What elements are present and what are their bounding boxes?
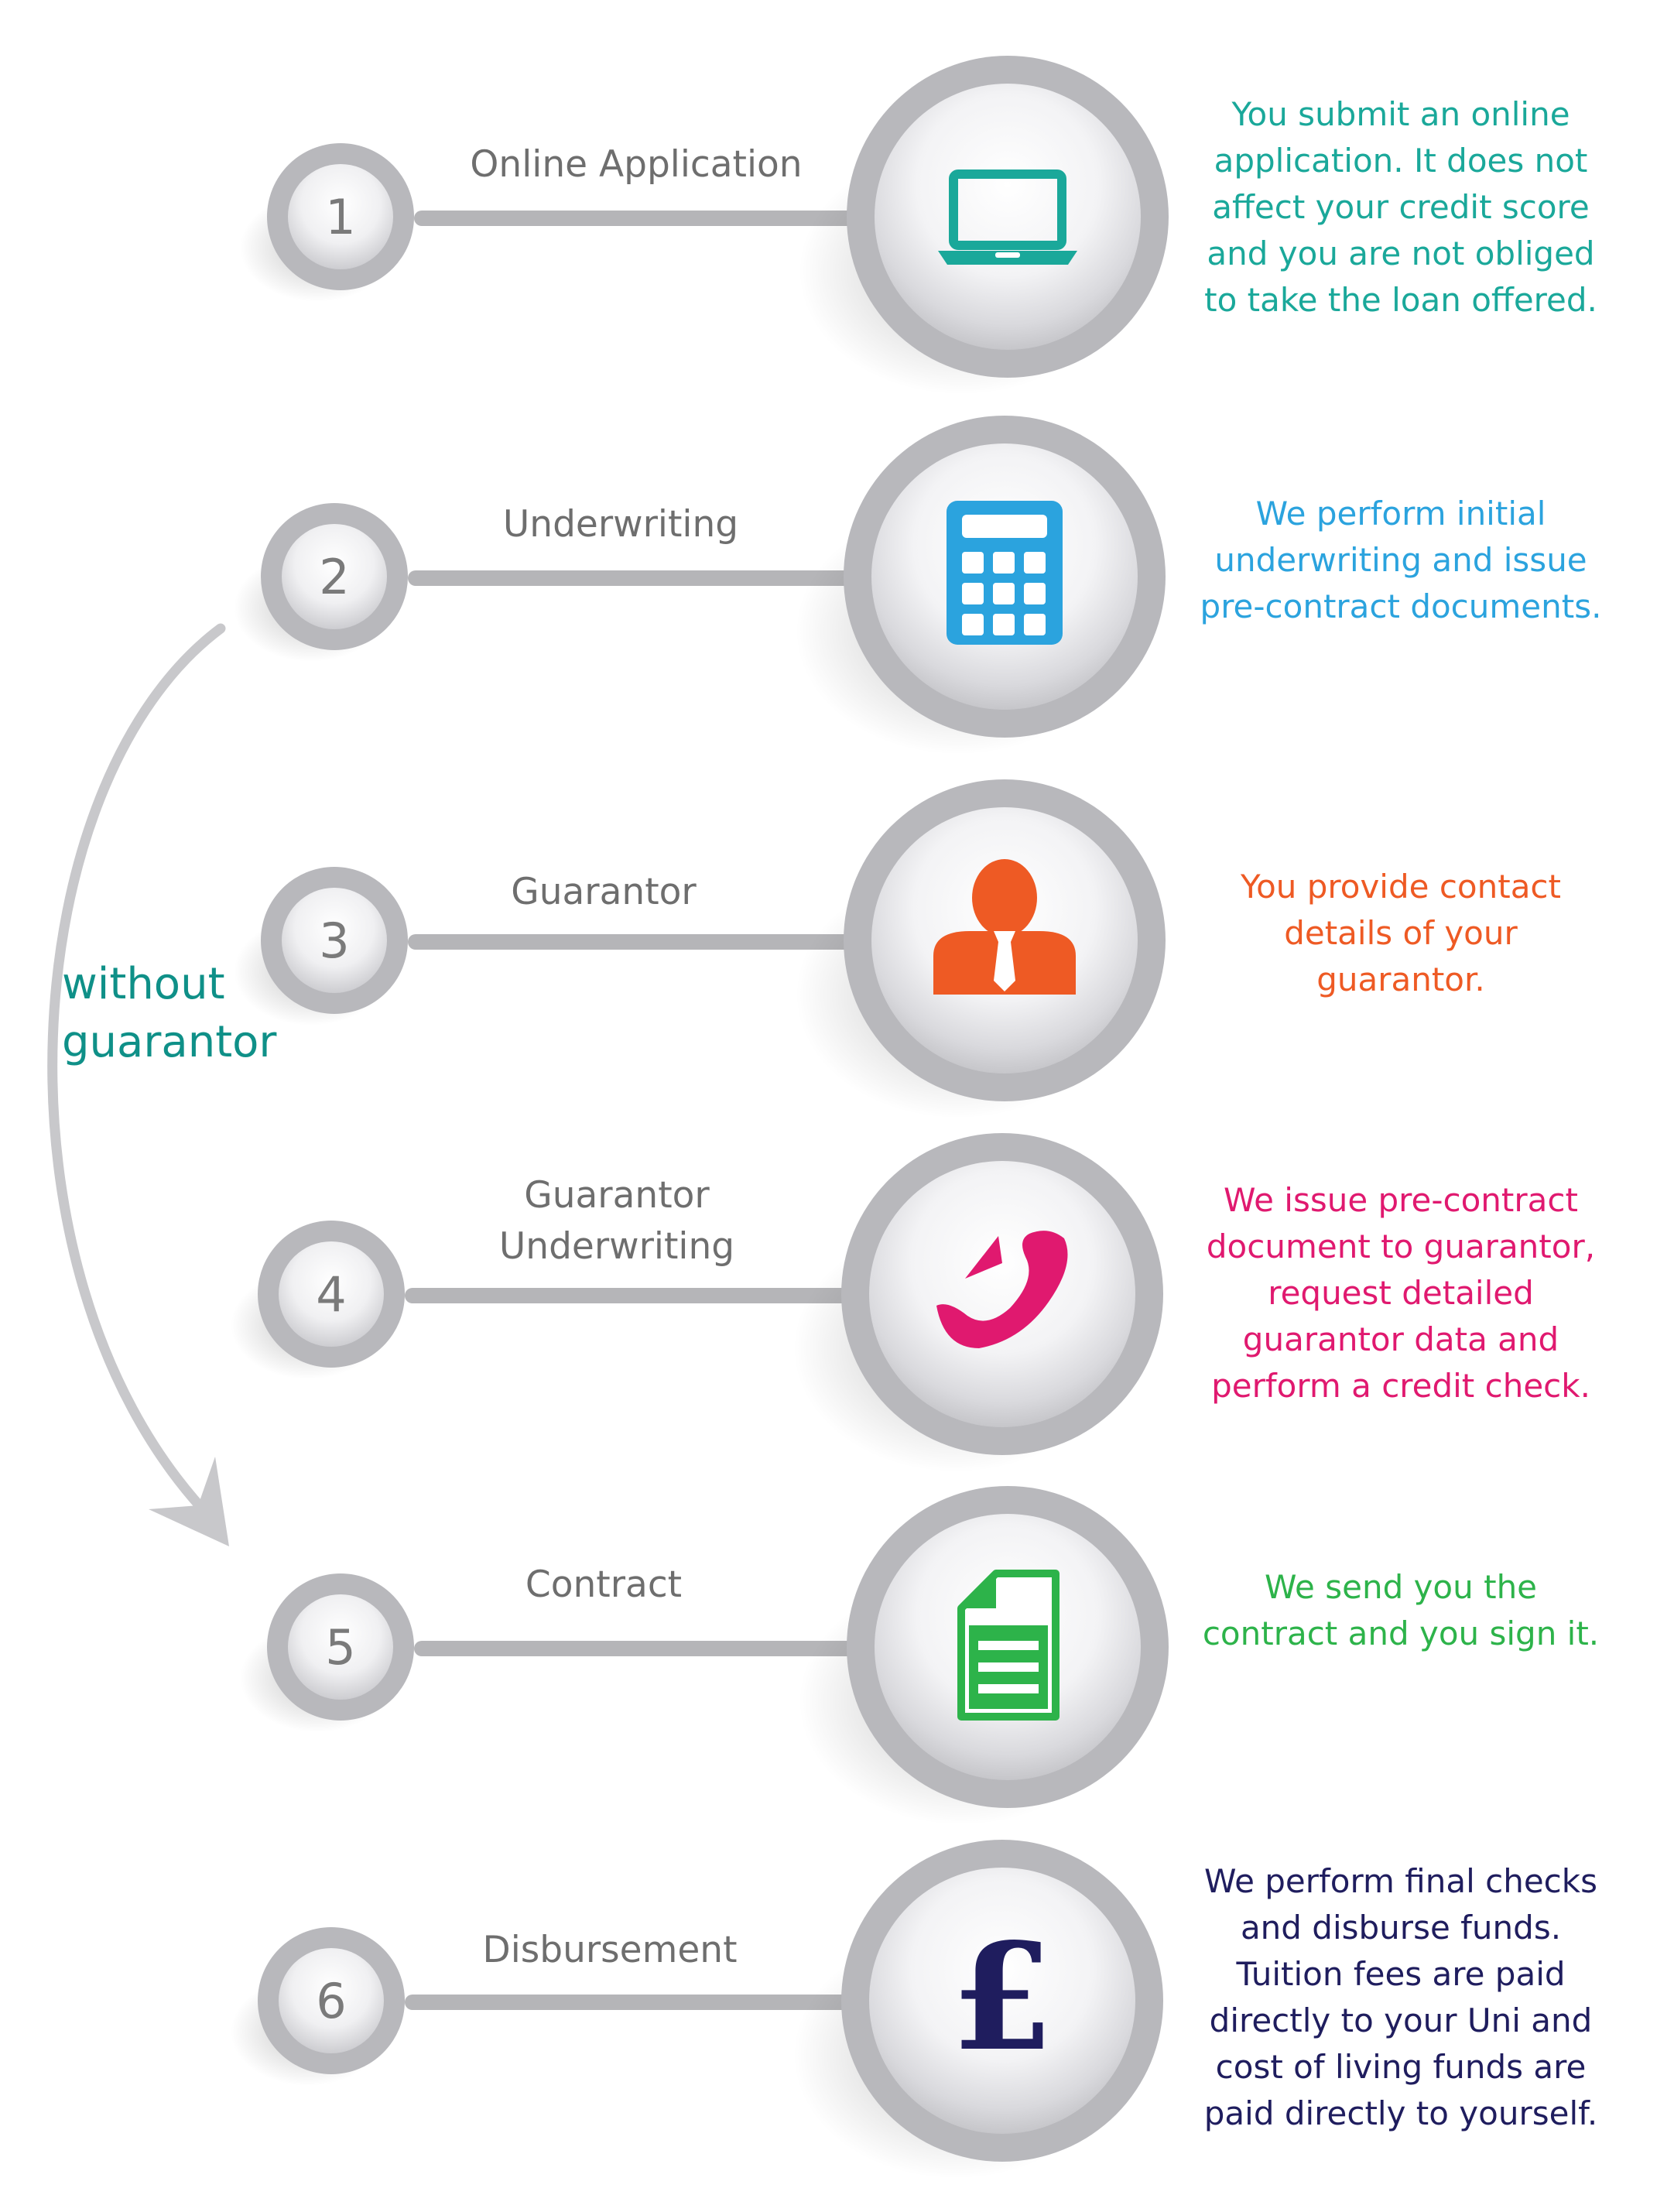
connector-bar [408, 570, 896, 586]
step-label: Underwriting [503, 503, 738, 546]
step-label: Guarantor [511, 871, 697, 913]
step-icon-circle [799, 1486, 1169, 1825]
step-icon-circle [796, 779, 1166, 1118]
calculator-icon [947, 501, 1063, 645]
step-number-badge: 1 [240, 143, 414, 302]
step-number: 4 [316, 1266, 346, 1323]
phone-icon [936, 1231, 1068, 1348]
step-number-badge: 3 [234, 867, 408, 1026]
connector-bar [414, 211, 899, 226]
step-number-badge: 6 [231, 1927, 405, 2086]
bypass-label: without guarantor [62, 959, 277, 1067]
laptop-icon [938, 169, 1077, 265]
step-number: 2 [319, 549, 349, 605]
pound-icon: £ [951, 1911, 1053, 2084]
connector-bar [408, 934, 896, 950]
connector-bar [414, 1641, 899, 1656]
step-label: Disbursement [483, 1929, 738, 1971]
bypass-arrow [47, 623, 229, 1546]
step-number-badge: 5 [240, 1573, 414, 1732]
step-icon-circle: £ [793, 1840, 1163, 2179]
step-icon-circle [793, 1133, 1163, 1472]
step-icon-circle [796, 416, 1166, 755]
connector-bar [405, 1995, 894, 2010]
step-icon-circle [799, 56, 1169, 395]
step-label: Contract [525, 1563, 682, 1606]
person-icon [933, 859, 1076, 995]
document-icon [957, 1570, 1060, 1721]
bypass-arrow-head [149, 1457, 229, 1546]
connector-bar [405, 1288, 894, 1303]
svg-text:£: £ [951, 1911, 1053, 2084]
step-number: 3 [319, 913, 349, 969]
step-number-badge: 2 [234, 503, 408, 662]
bypass-arrow-curve [47, 623, 226, 1515]
step-label: Online Application [470, 143, 802, 186]
step-number: 6 [316, 1973, 346, 2029]
step-number: 1 [325, 189, 355, 245]
step-number: 5 [325, 1619, 355, 1676]
step-number-badge: 4 [231, 1221, 405, 1379]
